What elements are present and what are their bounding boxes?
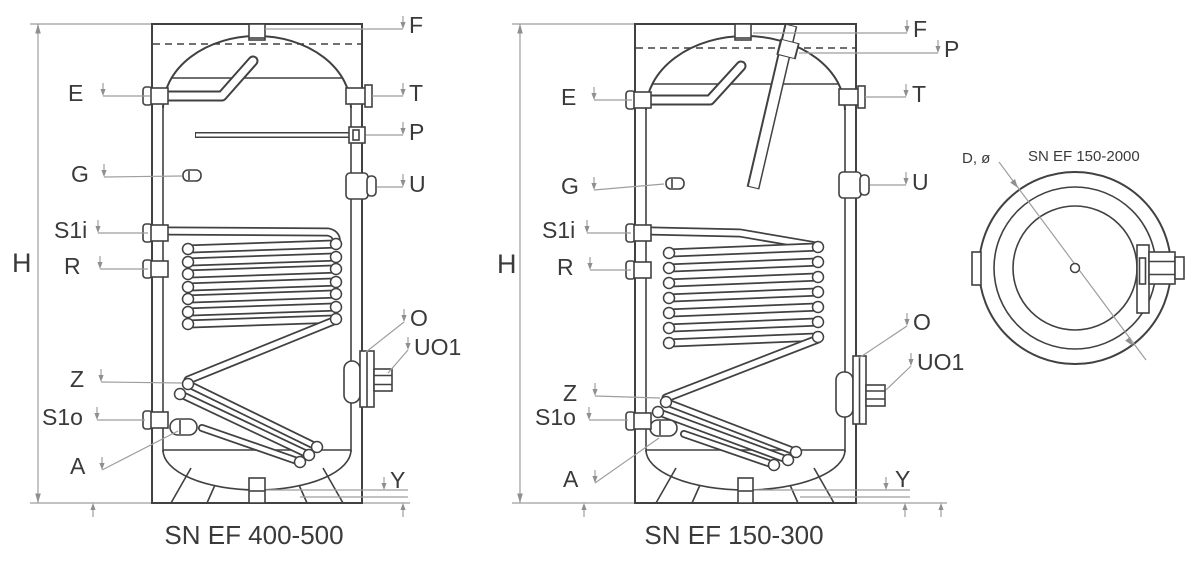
top-nozzle-f: [248, 23, 266, 41]
middle-port-label-e: E: [561, 84, 576, 110]
left-tank-fittings: [142, 84, 393, 430]
port-s1o: [150, 411, 169, 429]
middle-port-label-r: R: [557, 254, 574, 280]
center-point: [1069, 262, 1081, 274]
middle-port-label-p: P: [944, 36, 959, 62]
port-u: [838, 171, 862, 199]
left-port-label-a: A: [70, 453, 86, 479]
diameter-label: D, ø: [962, 150, 990, 167]
middle-tank-pipes: [627, 23, 800, 190]
port-r: [150, 260, 169, 278]
port-e: [633, 91, 652, 109]
port-e: [150, 87, 169, 105]
port-s1o: [633, 412, 652, 430]
middle-port-label-s1o: S1o: [535, 404, 576, 430]
left-port-label-t: T: [409, 80, 423, 106]
port-s1i: [633, 224, 652, 242]
middle-tank-labels: F P E T G U S1i R H O UO1 Z S1o A Y SN E…: [497, 16, 964, 550]
middle-port-label-z: Z: [563, 380, 577, 406]
bolt-uo1: [865, 384, 886, 407]
middle-port-label-g: G: [561, 173, 579, 199]
middle-tank-leaders: [581, 20, 944, 517]
top-view-drawing: D, ø SN EF 150-2000: [962, 148, 1185, 365]
middle-port-label-a: A: [563, 466, 579, 492]
middle-tank-drawing: F P E T G U S1i R H O UO1 Z S1o A Y SN E…: [497, 16, 964, 550]
left-port-label-p: P: [409, 119, 424, 145]
left-tank-leaders: [90, 16, 411, 517]
left-dim-label-h: H: [12, 248, 32, 278]
left-tank-coil: [163, 226, 343, 469]
middle-port-label-t: T: [912, 81, 926, 107]
middle-port-label-o: O: [913, 309, 931, 335]
left-port-label-s1i: S1i: [54, 217, 87, 243]
middle-port-label-f: F: [913, 16, 927, 42]
hex-nut: [1148, 251, 1176, 285]
port-u: [345, 172, 369, 200]
sensor-pocket-g: [665, 177, 685, 190]
top-nozzle-f: [734, 23, 752, 41]
left-tank-pipes: [144, 55, 366, 182]
left-tank-caption: SN EF 400-500: [164, 520, 343, 550]
left-port-label-f: F: [409, 12, 423, 38]
left-port-label-s1o: S1o: [42, 404, 83, 430]
port-r: [633, 261, 652, 279]
middle-port-label-s1i: S1i: [542, 217, 575, 243]
left-tank-labels: F E T P G U S1i R H O UO1 Z S1o A Y SN E…: [12, 12, 461, 550]
sensor-pocket-g: [182, 169, 202, 182]
middle-port-label-u: U: [912, 169, 929, 195]
left-tank-dimension-lines: [30, 23, 410, 504]
left-port-label-r: R: [64, 253, 81, 279]
left-port-label-u: U: [409, 171, 426, 197]
left-port-label-z: Z: [70, 366, 84, 392]
middle-tank-body: [634, 23, 857, 504]
anode-capsule: [649, 419, 678, 437]
left-dim-label-y: Y: [390, 467, 405, 493]
top-view-title: SN EF 150-2000: [1028, 148, 1140, 165]
middle-dim-label-h: H: [497, 249, 517, 279]
left-port-label-e: E: [68, 80, 83, 106]
diameter-dimension-line: [998, 161, 1147, 361]
port-s1i: [150, 224, 169, 242]
port-t: [345, 87, 367, 105]
middle-tank-caption: SN EF 150-300: [644, 520, 823, 550]
middle-tank-dimension-lines: [512, 23, 947, 504]
left-tank-drawing: F E T P G U S1i R H O UO1 Z S1o A Y SN E…: [12, 12, 461, 550]
middle-dim-label-y: Y: [895, 466, 910, 492]
bolt-uo1: [373, 368, 393, 392]
middle-tank-coil: [646, 226, 825, 472]
port-t: [838, 88, 860, 106]
left-port-label-g: G: [71, 161, 89, 187]
side-flat: [971, 251, 982, 286]
middle-tank-fittings: [625, 85, 886, 431]
left-port-label-o: O: [410, 305, 428, 331]
middle-port-label-uo1: UO1: [917, 349, 964, 375]
left-port-label-uo1: UO1: [414, 334, 461, 360]
